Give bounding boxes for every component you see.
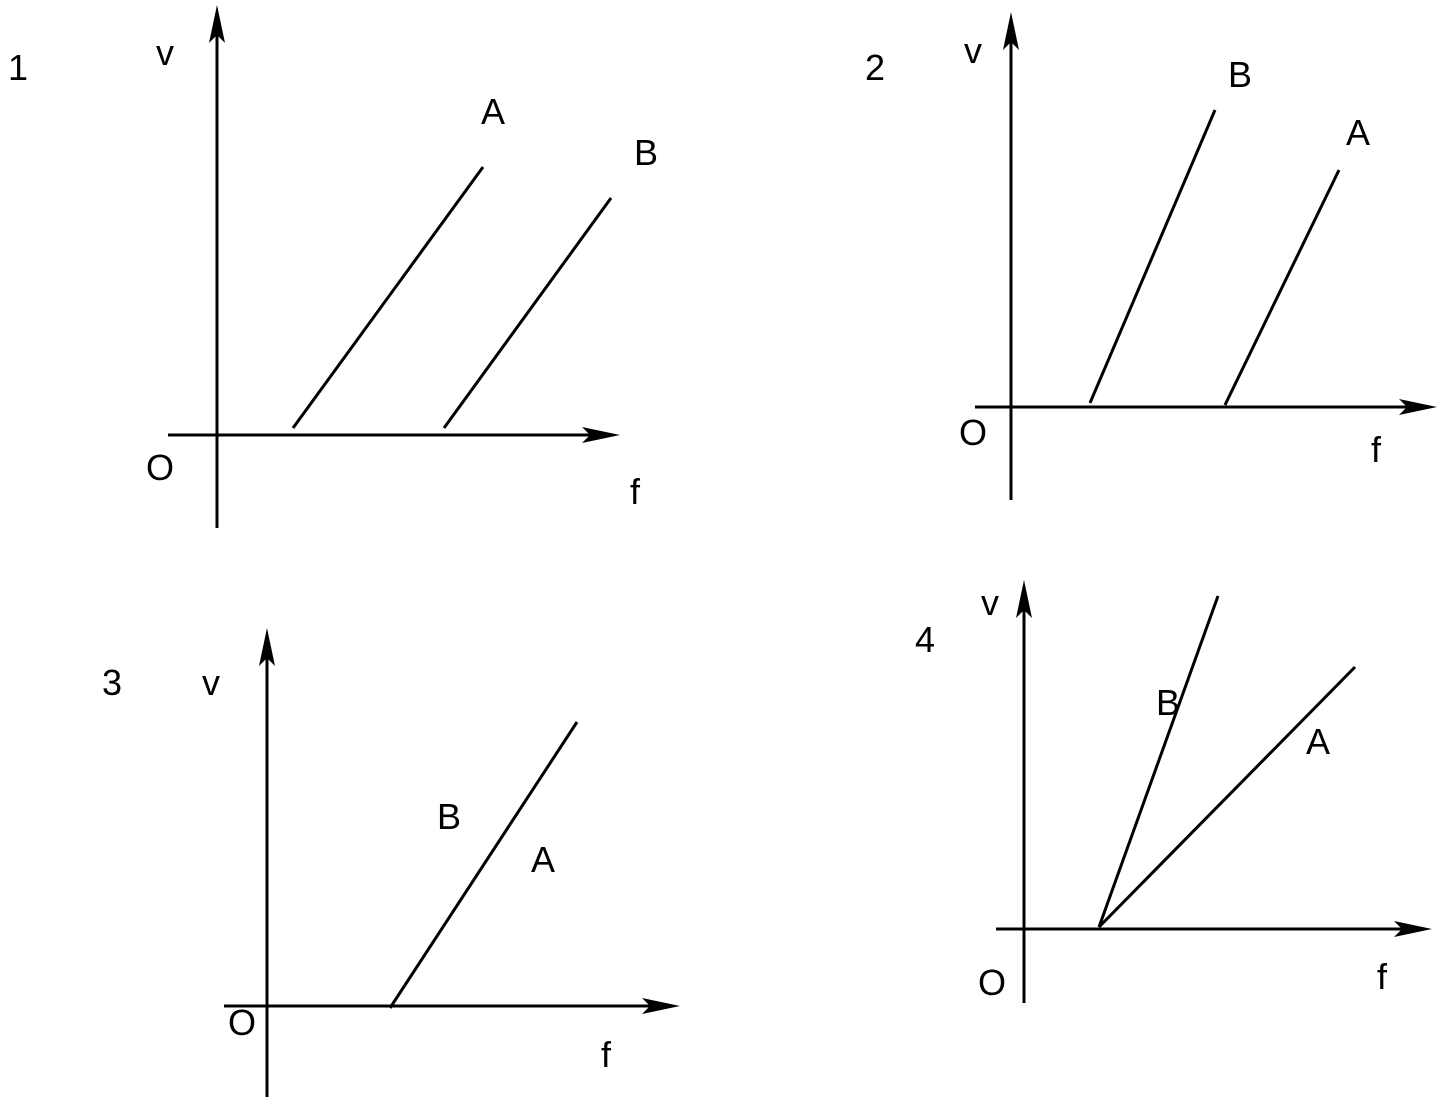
graph-number: 4 [915, 619, 935, 660]
graph-number: 1 [8, 47, 28, 88]
line-a [1223, 169, 1341, 406]
graph-1: 1 v A B O f [8, 5, 658, 528]
origin-label: O [146, 447, 174, 488]
line-b [442, 197, 613, 429]
graph-3: 3 v B A O f [102, 628, 680, 1097]
graph-number: 2 [865, 47, 885, 88]
y-axis-label: v [964, 30, 982, 71]
line-b-label: B [437, 796, 461, 837]
origin-label: O [978, 962, 1006, 1003]
line-b-label: B [1228, 54, 1252, 95]
graph-4: 4 v B A O f [915, 580, 1432, 1003]
line-a-label: A [1346, 112, 1370, 153]
graph-number: 3 [102, 662, 122, 703]
y-axis-label: v [156, 32, 174, 73]
origin-label: O [959, 412, 987, 453]
line-a-b [388, 721, 579, 1009]
line-a-label: A [1306, 721, 1330, 762]
x-axis-label: f [630, 471, 641, 512]
x-axis-label: f [1377, 956, 1388, 997]
line-a [291, 166, 485, 429]
line-b-label: B [1156, 682, 1180, 723]
y-axis-label: v [981, 582, 999, 623]
y-axis-label: v [202, 662, 220, 703]
x-axis-label: f [1371, 429, 1382, 470]
line-b-label: B [634, 132, 658, 173]
line-a [1097, 665, 1357, 929]
x-axis-label: f [601, 1034, 612, 1075]
line-a-label: A [481, 91, 505, 132]
graph-2: 2 v B A O f [865, 12, 1437, 500]
line-b [1097, 595, 1220, 928]
line-a-label: A [531, 839, 555, 880]
origin-label: O [228, 1002, 256, 1043]
line-b [1088, 109, 1217, 404]
